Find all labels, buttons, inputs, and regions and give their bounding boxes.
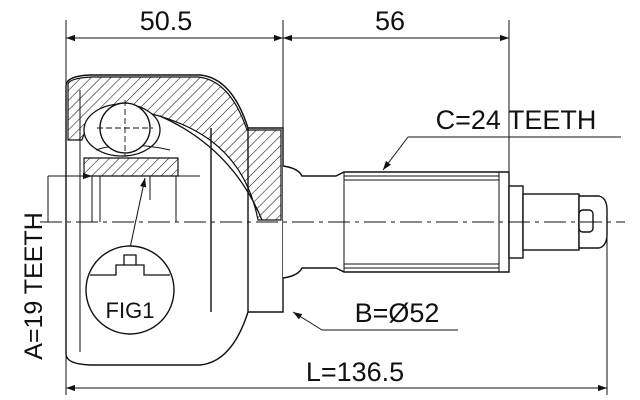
dimension-total-length: L=136.5	[66, 357, 607, 392]
shaft-length-label: 56	[375, 6, 405, 36]
outer-teeth-label: C=24 TEETH	[436, 105, 597, 135]
outer-teeth-callout: C=24 TEETH	[382, 105, 621, 171]
diameter-label: B=Ø52	[355, 298, 440, 328]
ball-bearing	[97, 100, 153, 156]
dimension-housing-length: 50.5	[66, 6, 283, 42]
inner-teeth-label: A=19 TEETH	[20, 212, 48, 360]
figure-label: FIG1	[106, 298, 155, 323]
total-length-label: L=136.5	[306, 357, 404, 387]
housing-length-label: 50.5	[140, 6, 193, 36]
fig1-callout: FIG1	[85, 177, 175, 335]
dimension-shaft-length: 56	[283, 6, 509, 42]
dimension-inner-teeth: A=19 TEETH	[20, 172, 92, 360]
diameter-callout: B=Ø52	[292, 298, 458, 331]
shaft-spline-teeth	[344, 175, 499, 269]
